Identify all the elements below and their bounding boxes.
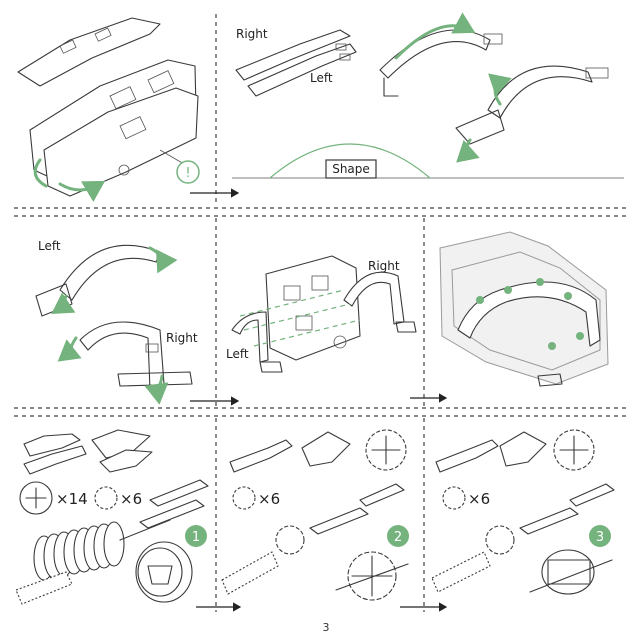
step-badge xyxy=(387,525,409,547)
frame-side-plate xyxy=(43,87,199,197)
spike-part xyxy=(23,445,87,475)
gear-icon xyxy=(94,486,118,510)
wheel-assembly xyxy=(529,549,613,595)
panel-4-attach-arches: Right Left xyxy=(226,255,417,373)
qty-gear: ×6 xyxy=(120,490,142,508)
fork-part xyxy=(499,431,547,467)
wheel-assembly xyxy=(135,541,193,603)
flat-strip-right xyxy=(235,29,351,81)
panel-dividers xyxy=(14,14,630,612)
step-badge xyxy=(185,525,207,547)
shape-template-label-box xyxy=(325,159,377,179)
label-right: Right xyxy=(236,27,268,41)
step-number: 3 xyxy=(596,530,604,545)
panel-2-bend-arches: Right Left Shape xyxy=(232,12,624,179)
spike-part xyxy=(139,499,205,529)
step-number: 1 xyxy=(192,530,200,545)
flow-arrows xyxy=(190,188,448,612)
qty-disk: ×14 xyxy=(56,490,88,508)
step-badge xyxy=(589,525,611,547)
right-arch xyxy=(79,321,165,391)
panel-7-step-2: ×6 2 xyxy=(221,429,409,601)
frame-body xyxy=(265,255,361,361)
disk-stack xyxy=(33,521,125,581)
wheel-assembly xyxy=(335,551,409,601)
spike-part xyxy=(435,439,499,473)
panel-3-arches: Left Right xyxy=(35,239,198,405)
label-left: Left xyxy=(310,71,333,85)
label-right: Right xyxy=(368,259,400,273)
fork-part xyxy=(99,449,153,473)
panel-8-step-3: ×6 3 xyxy=(431,429,615,595)
warning-icon xyxy=(176,160,200,184)
arch-overlay xyxy=(457,281,601,347)
spike-part xyxy=(149,479,209,507)
gear-strip xyxy=(431,551,491,593)
gear-icon xyxy=(232,486,256,510)
flat-plate-part xyxy=(17,17,161,87)
fork-part xyxy=(91,429,151,459)
step-number: 2 xyxy=(394,530,402,545)
warning-mark: ! xyxy=(185,166,190,181)
qty-gear: ×6 xyxy=(258,490,280,508)
spike-part xyxy=(229,439,293,473)
fork-part xyxy=(301,431,351,467)
panel-6-step-1: ×14 ×6 1 xyxy=(15,429,209,605)
left-arch xyxy=(59,244,161,301)
gear-part xyxy=(275,525,305,555)
right-arch xyxy=(343,271,405,325)
label-left: Left xyxy=(38,239,61,253)
label-right: Right xyxy=(166,331,198,345)
spike-part xyxy=(23,433,81,457)
flat-strip-left xyxy=(247,43,357,97)
spike-part xyxy=(519,507,579,535)
shape-label: Shape xyxy=(332,162,370,176)
gear-part xyxy=(485,525,515,555)
gear-strip xyxy=(15,571,73,605)
bent-arch xyxy=(487,65,593,119)
page-number: 3 xyxy=(323,621,330,634)
bending-arch xyxy=(379,29,491,79)
spike-part xyxy=(569,483,615,507)
gear-icon xyxy=(442,486,466,510)
gear-strip xyxy=(221,551,279,595)
panel-5-assembled-frame xyxy=(439,231,609,387)
spike-part xyxy=(309,507,369,535)
qty-gear: ×6 xyxy=(468,490,490,508)
spike-part xyxy=(359,483,405,507)
label-left: Left xyxy=(226,347,249,361)
panel-1-frame-assembly: ! xyxy=(17,17,200,203)
